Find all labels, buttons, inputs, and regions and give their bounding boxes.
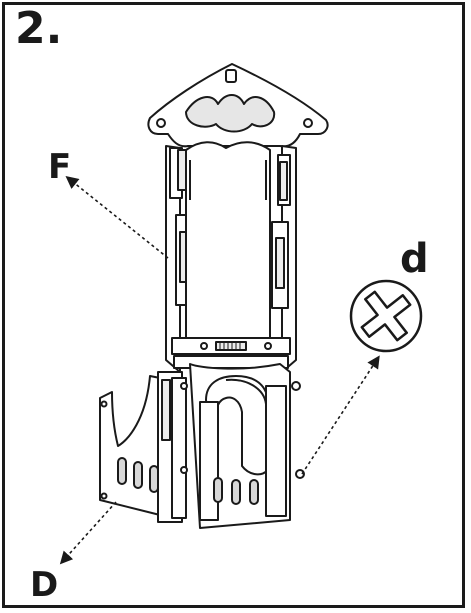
hanger-top xyxy=(147,63,329,148)
callout-arrow-d xyxy=(301,355,380,475)
cross-head-screw-icon xyxy=(349,279,423,353)
callout-arrow-D xyxy=(59,501,117,565)
callout-arrow-F xyxy=(65,176,169,259)
left-support-bracket xyxy=(99,371,188,523)
label-D: D xyxy=(30,565,58,605)
label-F: F xyxy=(48,147,71,187)
bracket-frame xyxy=(165,141,297,373)
label-d: d xyxy=(400,236,429,282)
step-number: 2. xyxy=(15,3,63,54)
right-hinged-bracket xyxy=(189,363,305,529)
